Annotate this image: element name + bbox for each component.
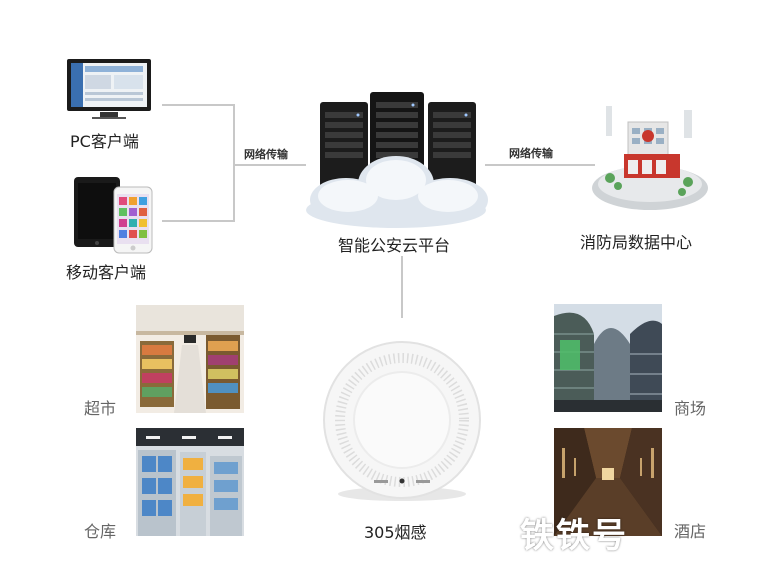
connector-platform-detector <box>401 256 403 318</box>
hotel-photo <box>554 428 662 536</box>
warehouse-label: 仓库 <box>84 522 117 541</box>
connector-pc <box>162 104 234 106</box>
connector-vertical <box>233 104 235 222</box>
pc-monitor-icon <box>67 59 151 119</box>
mobile-client-label: 移动客户端 <box>66 263 147 282</box>
phone-icon <box>113 186 153 254</box>
fire-station-icon <box>592 106 708 210</box>
supermarket-label: 超市 <box>84 399 117 418</box>
hotel-label: 酒店 <box>674 522 707 541</box>
watermark-text: 铁铁号 <box>520 516 628 556</box>
connector-to-platform <box>234 164 306 166</box>
fire-center-label: 消防局数据中心 <box>580 233 693 252</box>
platform-label: 智能公安云平台 <box>338 236 451 255</box>
server-cloud-icon <box>306 92 488 228</box>
tablet-icon <box>74 177 120 247</box>
supermarket-photo <box>136 305 244 413</box>
left-network-label: 网络传输 <box>244 148 288 161</box>
mall-photo <box>554 304 662 412</box>
smoke-detector-label: 305烟感 <box>364 523 427 542</box>
warehouse-photo <box>136 428 244 536</box>
mall-label: 商场 <box>674 399 707 418</box>
pc-client-label: PC客户端 <box>70 132 139 151</box>
connector-to-fire-center <box>485 164 595 166</box>
connector-mobile <box>162 220 234 222</box>
right-network-label: 网络传输 <box>509 147 553 160</box>
smoke-detector-icon <box>323 341 481 501</box>
